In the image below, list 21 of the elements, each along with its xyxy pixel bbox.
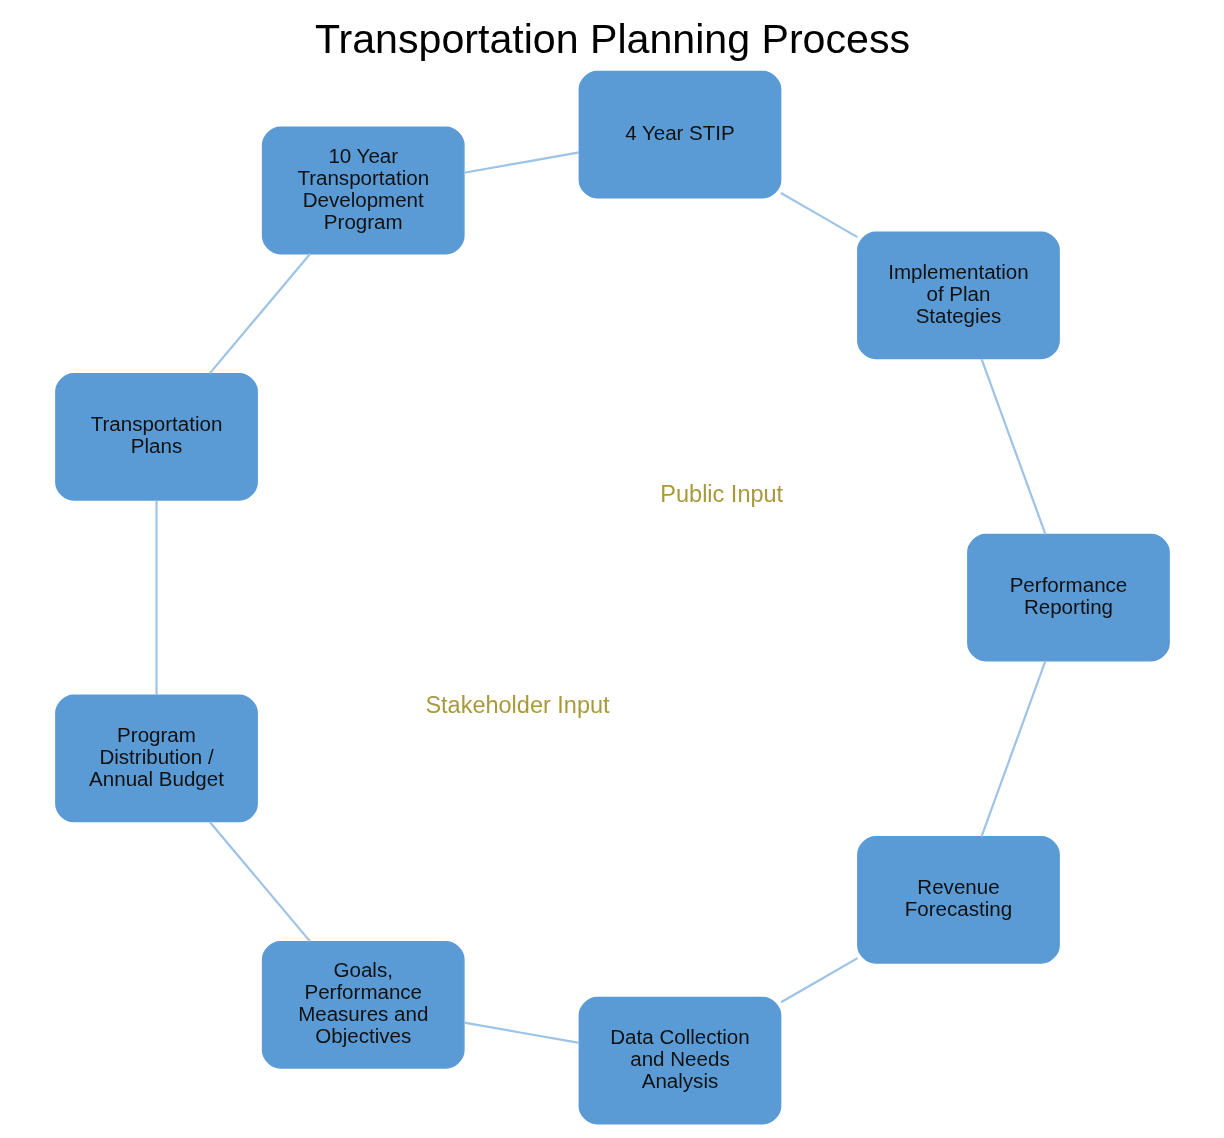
connector [154, 500, 158, 695]
connector [980, 358, 1046, 535]
connector [779, 957, 858, 1004]
node-box: Program Distribution / Annual Budget [54, 694, 258, 823]
connector [779, 191, 858, 239]
diagram-title: Transportation Planning Process [314, 15, 910, 62]
label: Stakeholder Input [424, 692, 610, 719]
connector [208, 821, 311, 943]
node-box: Data Collection and Needs Analysis [578, 996, 781, 1125]
node-box: Implementation of Plan Stategies [856, 231, 1060, 360]
node-box: Revenue Forecasting [856, 835, 1060, 964]
node-box: Transportation Plans [54, 372, 258, 501]
connector [463, 151, 579, 174]
node-box: 4 Year STIP [578, 70, 781, 199]
node-box: 10 Year Transportation Development Program [261, 126, 465, 255]
connector [208, 253, 311, 375]
node-box: Goals, Performance Measures and Objectives [261, 940, 465, 1069]
connector [463, 1021, 579, 1044]
label: Public Input [659, 480, 783, 507]
connector [979, 660, 1046, 837]
node-box: Performance Reporting [966, 533, 1170, 662]
